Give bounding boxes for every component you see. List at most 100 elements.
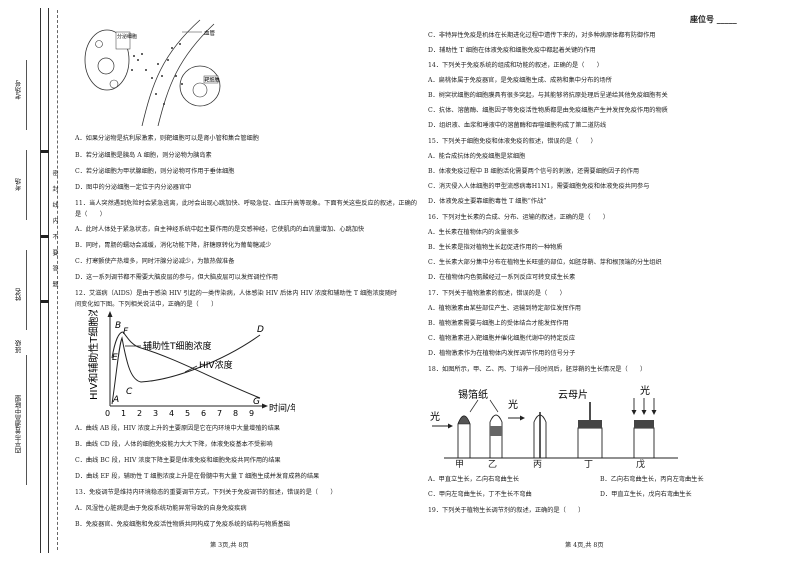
q13-option-d: D．辅助性 T 细胞在体液免疫和细胞免疫中都起着关键的作用: [428, 47, 596, 54]
q11-option-c: C．打寒颤使产热增多，同时汗腺分泌减少，为散热做准备: [75, 258, 235, 265]
right-page-footer: 第 4页,共 8页: [565, 542, 604, 549]
fig12-ticks: 0 1 2 3 4 5 6 7 8 9: [105, 409, 254, 418]
fig12-tick: 1: [121, 409, 126, 418]
q13-stem: 13．免疫调节是维持内环境稳态的重要调节方式，下列关于免疫调节的叙述，错误的是（…: [75, 489, 337, 496]
q18-option-b: B．乙向右弯曲生长，丙向左弯曲生长: [600, 476, 704, 483]
fig10-nucleus: [97, 57, 115, 75]
q15-option-d: D．体液免疫主要靠细胞毒性 T 细胞“作战”: [428, 198, 547, 205]
q13-option-c: C．非特异性免疫是机体在长期进化过程中遗传下来的，对多种病原体都有防御作用: [428, 32, 656, 39]
exam-no-label: 考场号: [15, 80, 23, 100]
fig10-target-cell: [179, 65, 221, 107]
q14-option-a: A．扁桃体属于免疫器官，是免疫细胞生成、成熟和集中分布的场所: [428, 77, 612, 84]
fig12-tick: 8: [233, 409, 238, 418]
fig18-coleoptile-ding: [577, 402, 603, 458]
class-blank: [26, 355, 27, 485]
name-blank: [26, 250, 27, 330]
fold-warning: 密 封 线 内 不 要 答 题: [51, 170, 58, 292]
fig12-point-g: G: [253, 397, 260, 407]
fig12-tick: 2: [137, 409, 142, 418]
q18-option-a: A．甲直立生长，乙向右弯曲生长: [428, 476, 520, 483]
fig18-caption-jia: 甲: [455, 460, 465, 470]
fold-line: [57, 10, 58, 550]
q16-option-d: D．在植物体内色氨酸经过一系列反应可转变成生长素: [428, 274, 576, 281]
binding-marker-2: [41, 235, 49, 238]
binding-border-right: [48, 8, 49, 553]
q12-stem: 12．艾滋病（AIDS）是由于感染 HIV 引起的一类传染病，人体感染 HIV …: [75, 290, 398, 297]
q17-option-a: A．植物激素由某些部位产生、运输到特定部位发挥作用: [428, 305, 581, 312]
fig18-mica-label: 云母片: [558, 388, 588, 401]
fig18-light-yi: 光: [508, 398, 518, 411]
fig18-coleoptile-bing: [533, 412, 547, 458]
school-label: 四平市普通高中联盟: [15, 395, 23, 454]
q17-stem: 17．下列关于植物激素的叙述，错误的是（ ）: [428, 290, 566, 297]
fig18-caption-bing: 丙: [533, 460, 543, 470]
q18-option-d: D．甲直立生长，戊向右弯曲生长: [600, 491, 692, 498]
q15-option-c: C．消灭侵入人体细胞的甲型流感病毒H1N1，需要细胞免疫和体液免疫共同参与: [428, 183, 650, 190]
fig12-point-d: D: [257, 325, 264, 335]
q11-stem-cont: 是（ ）: [75, 211, 106, 218]
fig12-tick: 4: [169, 409, 174, 418]
q14-option-c: C．抗体、溶菌酶、细胞因子等免疫活性物质都是由免疫细胞产生并发挥免疫作用的物质: [428, 107, 668, 114]
q16-option-a: A．生长素在植物体内的含量很多: [428, 229, 520, 236]
binding-border-left: [40, 8, 41, 553]
fig18-tinfoil-label: 锡箔纸: [458, 388, 488, 401]
fig12-point-a: A: [112, 395, 119, 405]
q11-option-d: D．这一系列调节都不需要大脑皮层的参与，但大脑皮层可以发挥调控作用: [75, 274, 278, 281]
fig18-caption-ding: 丁: [584, 460, 594, 470]
exam-room-label: 考场: [15, 178, 23, 191]
fig18-coleoptile-jia: [457, 415, 471, 458]
fig18-caption-yi: 乙: [488, 460, 498, 470]
class-label: 班级: [15, 340, 23, 353]
fig12-tick: 3: [153, 409, 158, 418]
q13-option-b: B．免疫器官、免疫细胞和免疫活性物质共同构成了免疫系统的结构与物质基础: [75, 521, 290, 528]
fig10-cell-diagram: 分泌细胞 血管 靶细胞: [84, 19, 221, 126]
q14-option-b: B．树突状细胞的细胞膜具有很多突起，与其能够将抗原处理后呈递给其他免疫细胞有关: [428, 92, 668, 99]
q10-option-a: A．如果分泌物是抗利尿激素，则靶细胞可以是肾小管和集合管细胞: [75, 135, 259, 142]
seat-blank: _____: [716, 14, 737, 24]
q11-stem: 11．当人突然遇到危险时会紧急逃离，此时会出现心跳加快、呼吸急促、血压升高等现象…: [75, 200, 417, 207]
seat-number-label: 座位号 _____: [690, 14, 737, 24]
q12-option-a: A．曲线 AB 段，HIV 浓度上升的主要原因是它在内环境中大量增殖的结果: [75, 425, 280, 432]
left-page-footer: 第 3页,共 8页: [210, 542, 249, 549]
fig12-legend-hiv: HIV浓度: [199, 359, 233, 371]
fig18-caption-wu: 戊: [636, 460, 646, 470]
fig12-ylabel: HIV和辅助性T细胞浓度: [87, 310, 100, 400]
q10-option-d: D．图中的分泌细胞一定位于内分泌器官中: [75, 184, 192, 191]
fig12-point-c: C: [126, 387, 133, 397]
q12-option-b: B．曲线 CD 段，人体的细胞免疫能力大大下降，体液免疫基本不受影响: [75, 441, 273, 448]
fig10-label-xueguan: 血管: [204, 29, 216, 37]
fig12-hiv-chart: HIV和辅助性T细胞浓度 时间/年 0 1 2 3 4 5 6 7 8 9 辅助…: [87, 310, 295, 418]
q16-stem: 16．下列对生长素的合成、分布、运输的叙述，正确的是（ ）: [428, 214, 610, 221]
binding-marker-3: [41, 300, 49, 303]
fig12-legend-t: 辅助性T细胞浓度: [143, 340, 212, 352]
fig10-label-fenmi: 分泌细胞: [117, 33, 137, 40]
q17-option-b: B．植物激素需要与细胞上的受体结合才能发挥作用: [428, 320, 569, 327]
q14-option-d: D．组织液、血浆和唾液中的溶菌酶和吞噬细胞构成了第二道防线: [428, 122, 607, 129]
fig12-tick: 9: [249, 409, 254, 418]
fig12-tick: 0: [105, 409, 110, 418]
fig12-tick: 5: [185, 409, 190, 418]
q19-stem: 19．下列关于植物生长调节剂的叙述，正确的是（ ）: [428, 507, 585, 514]
fig12-point-b: B: [115, 321, 121, 331]
q15-option-a: A．能合成抗体的免疫细胞是浆细胞: [428, 153, 526, 160]
q16-option-c: C．生长素大部分集中分布在植物生长旺盛的部位，如胚芽鞘、芽和根顶端的分生组织: [428, 259, 662, 266]
q16-option-b: B．生长素是指对植物生长起促进作用的一种物质: [428, 244, 563, 251]
q18-option-c: C．甲向左弯曲生长，丁不生长不弯曲: [428, 491, 532, 498]
q13-option-a: A．风湿性心脏病是由于免疫系统功能异常导致的自身免疫疾病: [75, 505, 247, 512]
fig10-vessel: [141, 19, 215, 126]
q18-stem: 18．如图所示，甲、乙、丙、丁培养一段时间后，胚芽鞘的生长情况是（ ）: [428, 366, 647, 373]
fig10-label-bachi: 靶细胞: [205, 77, 220, 84]
q17-option-c: C．植物激素进入靶细胞并催化细胞代谢中的特定反应: [428, 335, 576, 342]
q10-option-c: C．若分泌细胞为甲状腺细胞，则分泌物可作用于垂体细胞: [75, 168, 235, 175]
fig18-coleoptile-diagram: 光 锡箔纸 光 云母片 光 甲: [430, 384, 678, 459]
seat-label: 座位号: [690, 14, 714, 24]
q15-option-b: B．体液免疫过程中 B 细胞活化需要两个信号的刺激，还需要细胞因子的作用: [428, 168, 640, 175]
exam-room-blank: [26, 150, 27, 220]
q12-stem-cont: 间变化如下图。下列相关说法中，正确的是（ ）: [75, 301, 218, 308]
name-label: 姓名: [15, 288, 23, 301]
q15-stem: 15．下列关于细胞免疫和体液免疫的叙述，错误的是（ ）: [428, 138, 597, 145]
exam-no-blank: [26, 60, 27, 130]
fig18-light-jia: 光: [430, 410, 440, 423]
fig12-tick: 6: [201, 409, 206, 418]
fig18-light-wu: 光: [640, 384, 650, 397]
